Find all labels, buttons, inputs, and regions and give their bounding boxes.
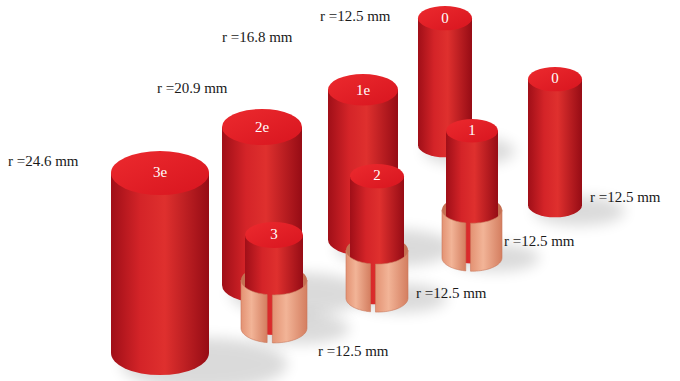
cylinder-top xyxy=(350,164,404,188)
cylinder-top xyxy=(245,222,303,248)
cylinder-top xyxy=(446,119,498,142)
copper-sleeve xyxy=(442,210,466,271)
sample-id: 1e xyxy=(356,82,370,99)
radius-dimension: r =12.5 mm xyxy=(320,8,391,25)
copper-sleeve xyxy=(346,250,371,312)
cylinder-cap: 3e xyxy=(111,151,209,195)
sample-id: 3 xyxy=(270,226,278,243)
cylinder-top xyxy=(418,6,472,30)
cylinder-cap: 1 xyxy=(446,119,498,142)
cylinder-body xyxy=(111,173,209,375)
cylinder-cap: 2e xyxy=(222,109,302,145)
copper-sleeve xyxy=(471,210,502,271)
sample-id: 0 xyxy=(551,70,559,87)
cylinder-cap: 1e xyxy=(328,74,398,106)
radius-dimension: r =24.6 mm xyxy=(8,153,79,170)
cylinder-sample: 0 xyxy=(520,59,590,225)
cylinder-top xyxy=(328,74,398,106)
cylinder-cap: 0 xyxy=(528,67,582,91)
cylinder-cap: 3 xyxy=(245,222,303,248)
radius-dimension: r =16.8 mm xyxy=(222,29,293,46)
radius-dimension: r =12.5 mm xyxy=(416,285,487,302)
cylinder-sample: 3 xyxy=(237,214,311,353)
sample-id: 1 xyxy=(468,122,476,139)
radius-dimension: r =12.5 mm xyxy=(590,189,661,206)
copper-sleeve xyxy=(241,280,267,343)
cylinder-top xyxy=(111,151,209,195)
sample-id: 3e xyxy=(153,164,167,181)
radius-dimension: r =20.9 mm xyxy=(157,80,228,97)
cylinder-sample: 2 xyxy=(342,156,412,322)
copper-sleeve xyxy=(272,280,307,343)
cylinder-cap: 2 xyxy=(350,164,404,188)
cylinder-body xyxy=(528,79,582,217)
radius-dimension: r =12.5 mm xyxy=(318,343,389,360)
sample-id: 2e xyxy=(255,119,269,136)
cylinder-top xyxy=(222,109,302,145)
copper-sleeve xyxy=(375,250,408,312)
cylinder-sample: 1 xyxy=(438,111,506,281)
cylinder-sample: 3e xyxy=(103,143,217,381)
radius-dimension: r =12.5 mm xyxy=(504,233,575,250)
cylinder-top xyxy=(528,67,582,91)
sample-id: 2 xyxy=(373,167,381,184)
cylinder-cap: 0 xyxy=(418,6,472,30)
sample-id: 0 xyxy=(441,10,449,27)
